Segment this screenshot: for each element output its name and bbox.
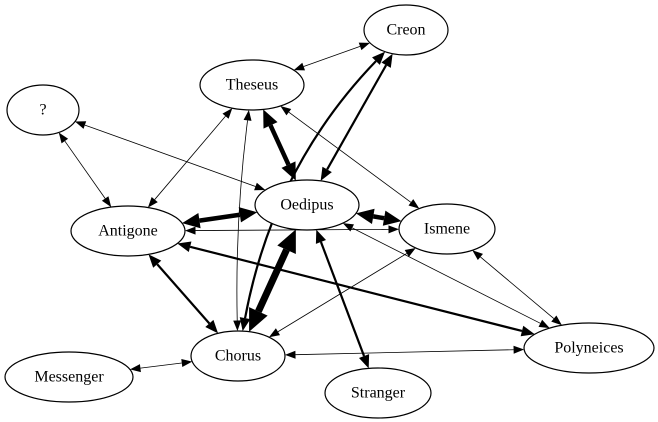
node-label-oedipus: Oedipus [280, 197, 333, 214]
edge-arrowhead [342, 223, 354, 232]
node-label-unknown: ? [39, 102, 46, 119]
edges-layer [58, 42, 562, 373]
node-chorus[interactable]: Chorus [190, 330, 286, 382]
edge-arrowhead [284, 350, 296, 359]
edge-arrowhead [182, 212, 201, 229]
edge-arrowhead [205, 319, 219, 334]
edge-arrowhead [243, 109, 252, 121]
node-label-chorus: Chorus [215, 348, 261, 365]
node-stranger[interactable]: Stranger [324, 367, 432, 419]
edge-arrowhead [280, 105, 292, 116]
edge-arrowhead [74, 121, 87, 129]
edge-arrowhead [277, 229, 296, 254]
node-label-messenger: Messenger [34, 369, 104, 386]
edge-antigone-oedipus [182, 207, 258, 229]
edge-arrowhead [293, 62, 305, 71]
edge-ismene-chorus [268, 247, 416, 338]
edge-arrowhead [551, 315, 562, 326]
node-label-ismene: Ismene [424, 221, 470, 238]
node-antigone[interactable]: Antigone [70, 205, 186, 257]
nodes-layer: Creon Theseus ? Oedipus Antigone Ismene … [4, 4, 655, 419]
edge-arrowhead [358, 354, 370, 369]
edge-arrowhead [177, 241, 192, 252]
edge-oedipus-polyneices [342, 223, 550, 329]
node-creon[interactable]: Creon [363, 4, 449, 56]
edge-messenger-chorus [129, 359, 193, 373]
edge-arrowhead [408, 199, 420, 209]
edge-theseus-chorus [233, 109, 252, 332]
edge-oedipus-creon [320, 53, 393, 181]
edge-arrowhead [222, 108, 233, 119]
edge-arrowhead [281, 161, 296, 181]
edge-arrowhead [239, 317, 251, 332]
edge-arrowhead [184, 226, 196, 235]
edge-arrowhead [388, 225, 400, 234]
edge-arrowhead [101, 196, 112, 208]
edge-chorus-creon [239, 51, 386, 332]
edge-arrowhead [382, 210, 402, 226]
edge-arrowhead [315, 229, 326, 244]
edge-arrowhead [249, 307, 268, 332]
edge-arrowhead [147, 196, 158, 208]
node-label-creon: Creon [386, 22, 425, 39]
edge-arrowhead [58, 132, 69, 144]
edge-unknown-antigone [58, 132, 112, 208]
node-theseus[interactable]: Theseus [199, 59, 305, 111]
edge-arrowhead [254, 182, 266, 191]
edge-theseus-ismene [280, 105, 420, 209]
edge-arrowhead [520, 325, 535, 337]
node-label-polyneices: Polyneices [554, 340, 623, 357]
edge-unknown-oedipus [74, 121, 266, 191]
edge-arrowhead [358, 42, 370, 51]
node-unknown[interactable]: ? [6, 84, 80, 136]
edge-theseus-creon [293, 42, 370, 71]
edge-arrowhead [404, 247, 416, 257]
edge-arrowhead [129, 364, 141, 373]
node-label-theseus: Theseus [226, 77, 278, 94]
edge-arrowhead [238, 207, 258, 223]
edge-ismene-polyneices [472, 250, 562, 326]
edge-arrowhead [320, 166, 332, 181]
node-label-antigone: Antigone [98, 223, 158, 240]
edge-chorus-polyneices [284, 345, 525, 359]
edge-oedipus-ismene [355, 208, 402, 226]
node-ismene[interactable]: Ismene [398, 203, 496, 255]
edge-arrowhead [148, 254, 162, 268]
node-oedipus[interactable]: Oedipus [254, 179, 360, 231]
edge-theseus-antigone [147, 108, 233, 208]
edge-antigone-polyneices [177, 241, 535, 337]
edge-arrowhead [268, 328, 281, 338]
edge-oedipus-stranger [315, 229, 370, 369]
edge-oedipus-chorus [249, 229, 296, 332]
edge-arrowhead [233, 320, 242, 332]
node-label-stranger: Stranger [351, 385, 406, 402]
node-polyneices[interactable]: Polyneices [523, 322, 655, 374]
node-messenger[interactable]: Messenger [4, 351, 134, 403]
edge-arrowhead [181, 359, 193, 367]
edge-arrowhead [263, 109, 278, 129]
edge-theseus-oedipus [263, 109, 296, 181]
edge-arrowhead [513, 345, 525, 354]
edge-arrowhead [381, 53, 393, 68]
edge-arrowhead [538, 319, 550, 329]
edge-arrowhead [472, 250, 483, 261]
edge-antigone-chorus [148, 254, 219, 334]
edge-arrowhead [355, 208, 375, 224]
edge-arrowhead [372, 51, 386, 65]
